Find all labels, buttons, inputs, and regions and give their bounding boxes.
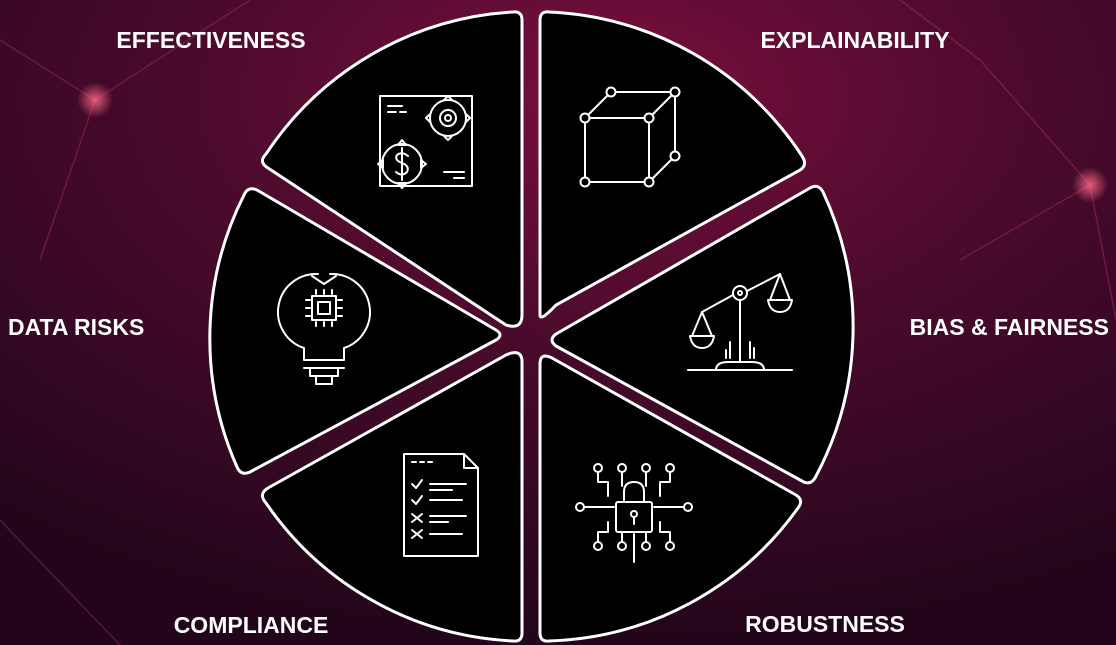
label-compliance: COMPLIANCE xyxy=(174,612,329,638)
segment-shape xyxy=(208,187,502,475)
label-robustness: ROBUSTNESS xyxy=(745,611,905,637)
segment-bias-fairness[interactable] xyxy=(550,184,855,485)
background-glow-dot xyxy=(77,82,113,118)
background-glow-dot xyxy=(1072,167,1108,203)
label-bias-fairness: BIAS & FAIRNESS xyxy=(910,314,1109,340)
segment-shape xyxy=(550,184,855,485)
checklist-document-icon xyxy=(403,453,479,557)
gears-dollar-icon xyxy=(377,95,473,189)
cube-icon xyxy=(579,86,681,188)
segment-robustness[interactable] xyxy=(538,354,803,643)
label-explainability: EXPLAINABILITY xyxy=(760,27,949,53)
scales-icon xyxy=(687,273,793,371)
circuit-lock-icon xyxy=(575,463,693,563)
segment-data-risks[interactable] xyxy=(208,187,502,475)
segment-explainability[interactable] xyxy=(538,10,807,319)
label-data-risks: DATA RISKS xyxy=(8,314,144,340)
segment-shape xyxy=(538,354,803,643)
segment-shape xyxy=(538,10,807,319)
lightbulb-chip-icon xyxy=(277,272,371,385)
segment-compliance[interactable] xyxy=(261,351,524,643)
segment-shape xyxy=(261,351,524,643)
label-effectiveness: EFFECTIVENESS xyxy=(116,27,305,53)
